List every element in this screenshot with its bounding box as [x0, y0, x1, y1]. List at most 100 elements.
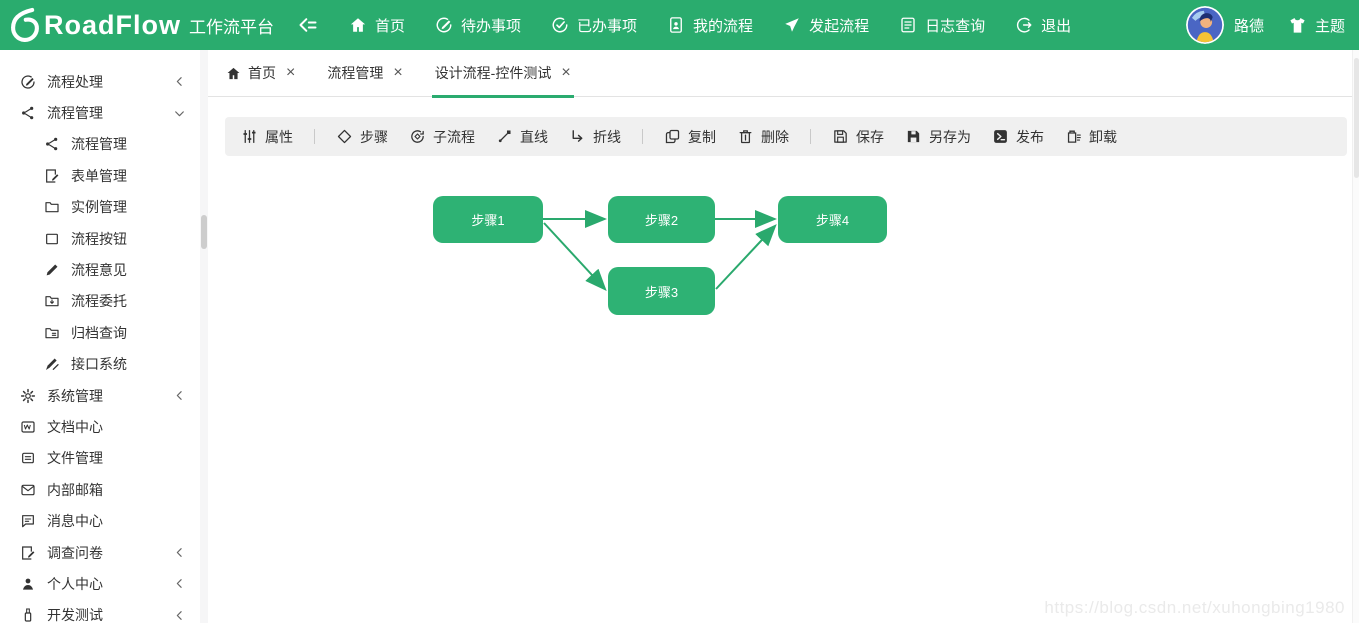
sidebar-subitem[interactable]: 表单管理 — [0, 160, 200, 191]
unload-icon — [1065, 128, 1082, 145]
sidebar-item[interactable]: 文档中心 — [0, 411, 200, 442]
brand-logo[interactable]: RoadFlow 工作流平台 — [6, 6, 274, 44]
theme-button[interactable]: 主题 — [1288, 15, 1345, 36]
sidebar-subitem[interactable]: 流程按钮 — [0, 223, 200, 254]
toolbar-button[interactable]: 折线 — [569, 127, 621, 147]
close-icon[interactable]: × — [286, 64, 296, 81]
topbar-nav-item[interactable]: 已办事项 — [536, 0, 652, 50]
toolbar-button[interactable]: 发布 — [992, 127, 1044, 147]
main-area: 首页×流程管理×设计流程-控件测试× 属性步骤子流程直线折线复制删除保存另存为发… — [208, 50, 1359, 623]
nav-label: 日志查询 — [925, 17, 986, 35]
topbar-nav-item[interactable]: 退出 — [1000, 0, 1086, 50]
tab[interactable]: 流程管理 × — [319, 50, 410, 97]
topbar-nav-item[interactable]: 待办事项 — [420, 0, 536, 50]
flow-node[interactable]: 步骤2 — [608, 196, 715, 243]
flow-edge[interactable] — [715, 224, 777, 290]
log-icon — [899, 16, 917, 34]
sidebar-item[interactable]: 内部邮箱 — [0, 474, 200, 505]
toolbar-button[interactable]: 删除 — [737, 127, 789, 147]
topbar: RoadFlow 工作流平台 首页待办事项已办事项我的流程发起流程日志查询退出 … — [0, 0, 1359, 50]
sidebar-item-label: 文档中心 — [47, 418, 103, 435]
nav-label: 退出 — [1041, 17, 1072, 35]
scrollbar-thumb[interactable] — [201, 215, 207, 249]
topbar-nav-item[interactable]: 我的流程 — [652, 0, 768, 50]
flow-node[interactable]: 步骤1 — [433, 196, 543, 243]
toolbar-button-label: 直线 — [520, 128, 548, 145]
roadflow-logo-icon — [6, 6, 44, 44]
sidebar-item[interactable]: 消息中心 — [0, 505, 200, 536]
avatar-image — [1185, 6, 1224, 44]
sidebar-item-label: 流程委托 — [71, 293, 127, 310]
nav-label: 待办事项 — [461, 17, 522, 35]
toolbar-button-label: 发布 — [1016, 128, 1044, 145]
sidebar: 流程处理流程管理流程管理表单管理实例管理流程按钮流程意见流程委托归档查询接口系统… — [0, 50, 200, 623]
nav-label: 我的流程 — [693, 17, 754, 35]
sidebar-item-label: 个人中心 — [47, 575, 103, 592]
avatar[interactable] — [1185, 6, 1224, 44]
topbar-nav-item[interactable]: 首页 — [334, 0, 420, 50]
brand-suffix: 工作流平台 — [189, 17, 274, 37]
sidebar-subitem[interactable]: 流程意见 — [0, 254, 200, 285]
sidebar-item[interactable]: 文件管理 — [0, 443, 200, 474]
tab[interactable]: 设计流程-控件测试× — [427, 50, 579, 98]
topbar-nav: 首页 待办事项已办事项 我的流程 发起流程 日志查询 退出 — [334, 0, 1086, 50]
share-icon — [44, 136, 60, 152]
sidebar-item[interactable]: 流程管理 — [0, 97, 200, 128]
logout-icon — [1015, 16, 1033, 34]
archive-icon — [44, 325, 60, 341]
toolbar-button[interactable]: 保存 — [832, 127, 884, 147]
sidebar-subitem[interactable]: 接口系统 — [0, 349, 200, 380]
flow-node-label: 步骤3 — [644, 284, 679, 300]
sidebar-item[interactable]: 个人中心 — [0, 568, 200, 599]
sidebar-subitem[interactable]: 流程委托 — [0, 286, 200, 317]
toolbar-button[interactable]: 子流程 — [409, 127, 475, 147]
square-icon — [44, 231, 60, 247]
sidebar-item[interactable]: 系统管理 — [0, 380, 200, 411]
sidebar-collapse-button[interactable] — [298, 15, 318, 35]
toolbar-button[interactable]: 卸载 — [1065, 127, 1117, 147]
publish-icon — [992, 128, 1009, 145]
toolbar-button[interactable]: 另存为 — [905, 127, 971, 147]
sidebar-subitem[interactable]: 流程管理 — [0, 129, 200, 160]
toolbar-button-label: 步骤 — [360, 128, 388, 145]
flow-node[interactable]: 步骤3 — [608, 267, 715, 315]
designer-toolbar: 属性 步骤 子流程 直线 折线 复制 删除 保存 另存为 发布 卸载 — [225, 117, 1347, 156]
close-icon[interactable]: × — [393, 64, 403, 81]
toolbar-divider — [314, 129, 315, 144]
flow-edge[interactable] — [543, 222, 607, 291]
topbar-nav-item[interactable]: 发起流程 — [768, 0, 884, 50]
nav-label: 发起流程 — [809, 17, 870, 35]
user-box: 路德 主题 — [1185, 6, 1345, 44]
home-icon — [226, 66, 241, 81]
toolbar-button[interactable]: 属性 — [241, 127, 293, 147]
message-icon — [20, 513, 36, 529]
sidebar-item-label: 流程管理 — [47, 105, 103, 122]
user-name: 路德 — [1233, 17, 1264, 35]
flow-canvas[interactable]: https://blog.csdn.net/xuhongbing1980 步骤1… — [208, 156, 1359, 623]
close-icon[interactable]: × — [561, 64, 571, 81]
sidebar-item[interactable]: 开发测试 — [0, 600, 200, 623]
chevron-down-icon — [173, 107, 186, 120]
flow-node-label: 步骤4 — [815, 213, 850, 228]
toolbar-button[interactable]: 直线 — [496, 127, 548, 147]
tab-bar: 首页×流程管理×设计流程-控件测试× — [208, 50, 1359, 98]
chevron-left-icon — [173, 609, 186, 622]
toolbar-button-label: 复制 — [688, 128, 716, 145]
form-icon — [44, 168, 60, 184]
usb-icon — [20, 607, 36, 623]
topbar-nav-item[interactable]: 日志查询 — [884, 0, 1000, 50]
sidebar-subitem[interactable]: 归档查询 — [0, 317, 200, 348]
flow-node[interactable]: 步骤4 — [778, 196, 887, 243]
subflow-icon — [409, 128, 426, 145]
sidebar-item-label: 流程按钮 — [71, 230, 127, 247]
tab-label: 流程管理 — [327, 65, 384, 81]
sidebar-scrollbar[interactable] — [200, 50, 208, 623]
tab[interactable]: 首页× — [218, 50, 303, 97]
toolbar-button[interactable]: 复制 — [664, 127, 716, 147]
sidebar-item[interactable]: 流程处理 — [0, 66, 200, 97]
sidebar-item[interactable]: 调查问卷 — [0, 537, 200, 568]
main-scrollbar[interactable] — [1352, 50, 1359, 623]
sidebar-subitem[interactable]: 实例管理 — [0, 192, 200, 223]
toolbar-button[interactable]: 步骤 — [336, 127, 388, 147]
main-scrollbar-thumb[interactable] — [1354, 58, 1359, 178]
